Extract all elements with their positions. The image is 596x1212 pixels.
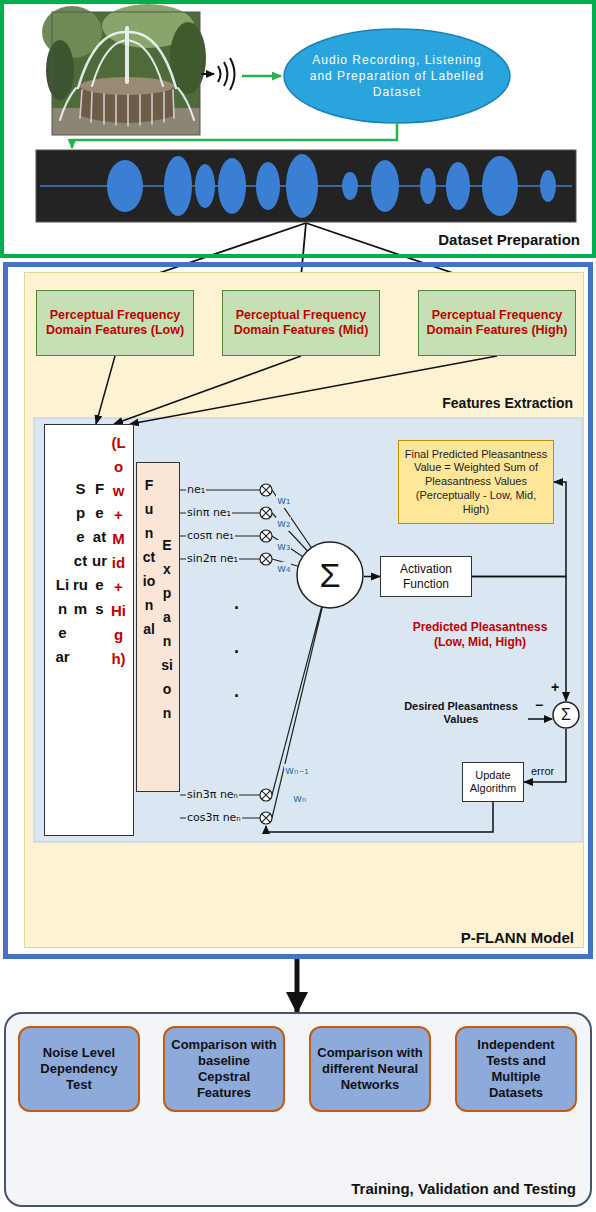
node-text: Audio Recording, Listening and Preparati…: [305, 52, 489, 101]
weight-label: wₙ: [292, 792, 307, 806]
test-box: Comparison with baseline Cepstral Featur…: [163, 1026, 285, 1112]
update-box: Update Algorithm: [462, 762, 524, 802]
node-text: Linear: [55, 573, 70, 669]
node-text: Comparison with baseline Cepstral Featur…: [171, 1037, 277, 1102]
edge-label: Predicted Pleasantness (Low, Mid, High): [400, 620, 560, 650]
node-text: Update Algorithm: [466, 769, 520, 795]
weight-label: w₄: [276, 562, 291, 576]
connector: [364, 576, 380, 578]
node-text: Independent Tests and Multiple Datasets: [463, 1037, 569, 1102]
circle-outline: [297, 542, 363, 608]
weight-label: w₁: [276, 494, 291, 508]
expansion-box: Functional Expansion: [136, 462, 180, 792]
audio-waveform: [36, 150, 576, 222]
weight-update-line: [266, 802, 493, 832]
test-box: Independent Tests and Multiple Datasets: [455, 1026, 577, 1112]
edge-label: error: [531, 764, 554, 778]
ellipsis-dot: .: [234, 640, 239, 654]
sound-arrow: [201, 58, 281, 90]
node-text: (Low+Mid+High): [111, 431, 126, 671]
node-text: Features Extraction: [442, 395, 573, 411]
multiplier-symbols: [260, 484, 272, 824]
spectrum-features-box: LinearSpectrum Features (Low+Mid+High): [44, 424, 134, 836]
weight-label: w₂: [276, 517, 291, 531]
node-text: P-FLANN Model: [461, 929, 574, 946]
node-text: Comparison with different Neural Network…: [317, 1045, 423, 1094]
feature-box: Perceptual Frequency Domain Features (Lo…: [36, 290, 194, 356]
node-text: Activation Function: [385, 562, 467, 591]
test-box: Comparison with different Neural Network…: [309, 1026, 431, 1112]
network-ground: [34, 418, 582, 842]
ellipsis-dot: .: [234, 684, 239, 698]
node-text: Spectrum: [73, 477, 88, 621]
flow-arrow: [72, 124, 397, 148]
weight-label: wₙ₋₁: [284, 764, 310, 778]
node-text: Features: [92, 477, 107, 621]
weight-label: w₃: [276, 540, 291, 554]
connector: [130, 356, 497, 424]
features-ground: [24, 272, 584, 948]
node-text: Σ: [296, 558, 364, 592]
output-box: Final Predicted Pleasantness Value = Wei…: [398, 440, 554, 524]
expansion-term: cosπ ne₁: [186, 529, 235, 543]
node-text: Dataset Preparation: [438, 231, 580, 248]
expansion-term: cos3π neₙ: [186, 811, 242, 825]
feature-box: Perceptual Frequency Domain Features (Mi…: [222, 290, 380, 356]
summation-node: Σ: [296, 541, 364, 609]
features-area: Features Extraction Perceptual Frequency …: [24, 272, 584, 948]
ellipsis-dot: .: [234, 596, 239, 610]
model-panel: P-FLANN Model Features Extraction Perceptu…: [3, 262, 593, 959]
test-box: Noise Level Dependency Test: [18, 1026, 140, 1112]
node-text: Σ: [552, 707, 580, 723]
expansion-term: sin2π ne₁: [186, 552, 239, 566]
signal-label: Desired Pleasantness Values: [395, 700, 527, 726]
expansion-term: sinπ ne₁: [186, 506, 232, 520]
error-summation-node: Σ: [552, 701, 580, 729]
expansion-term: sin3π neₙ: [186, 788, 239, 802]
expansion-lines: [180, 490, 330, 818]
fountain-photo: [42, 4, 206, 135]
node-text: Perceptual Frequency Domain Features (Mi…: [228, 308, 374, 338]
node-text: Perceptual Frequency Domain Features (Hi…: [424, 308, 570, 338]
connector: [96, 356, 115, 424]
desired-line: [528, 718, 552, 720]
expansion-term: ne₁: [186, 483, 206, 497]
section-panel: Dataset Preparation Audio Recording, List…: [0, 0, 596, 258]
connector: [295, 959, 300, 1012]
connector: [524, 729, 566, 782]
circle-outline: [553, 702, 579, 728]
ellipse-outline: [284, 29, 510, 123]
feature-box: Perceptual Frequency Domain Features (Hi…: [418, 290, 576, 356]
activation-box: Activation Function: [380, 556, 472, 597]
node-text: Noise Level Dependency Test: [26, 1045, 132, 1094]
sign-label: +: [551, 680, 559, 694]
node-text: Perceptual Frequency Domain Features (Lo…: [42, 308, 188, 338]
node-text: Functional: [142, 473, 156, 641]
node-text: Final Predicted Pleasantness Value = Wei…: [404, 448, 548, 517]
sign-label: −: [535, 698, 543, 712]
process-ellipse: Audio Recording, Listening and Preparati…: [283, 28, 511, 124]
node-text: Training, Validation and Testing: [351, 1180, 576, 1197]
connector: [114, 356, 301, 424]
node-text: Expansion: [160, 533, 174, 725]
testing-panel: Training, Validation and Testing Noise Le…: [4, 1012, 592, 1207]
